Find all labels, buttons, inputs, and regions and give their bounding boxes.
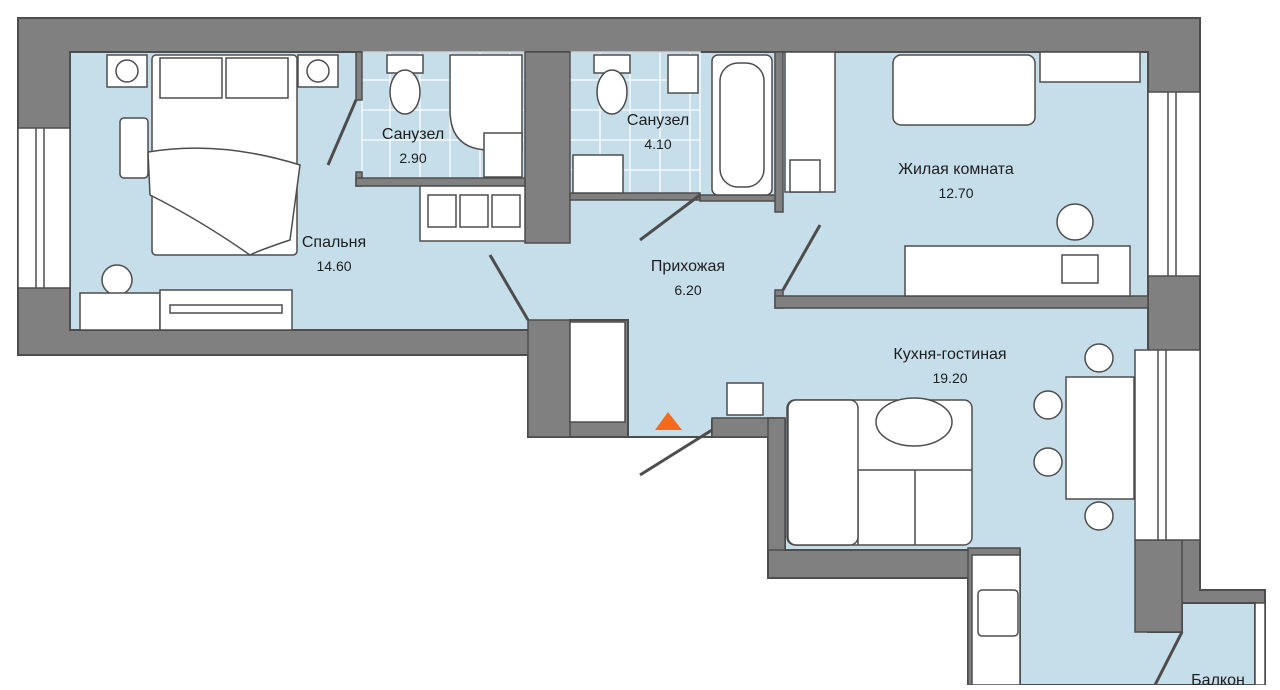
windows [17, 91, 1266, 685]
room-label-bathroom-2: Санузел 4.10 [627, 112, 689, 152]
room-name: Спальня [301, 234, 367, 251]
room-name: Санузел [381, 126, 445, 143]
room-area: 12.70 [938, 185, 974, 201]
room-name: Санузел [626, 112, 690, 129]
dresser [79, 292, 161, 331]
sofa [892, 54, 1036, 126]
room-label-bathroom-1: Санузел 2.90 [382, 126, 444, 166]
entrance-triangle-icon [655, 412, 682, 430]
room-label-hallway: Прихожая 6.20 [651, 258, 725, 298]
coffee-table [875, 397, 953, 447]
dining-table [1065, 376, 1135, 500]
wardrobe [569, 321, 626, 423]
room-area: 4.10 [644, 136, 672, 152]
room-label-balcony: Балкон [1191, 672, 1245, 690]
room-name: Жилая комната [898, 161, 1014, 178]
furniture [79, 51, 1141, 685]
room-name: Прихожая [650, 258, 726, 275]
room-area: 6.20 [674, 282, 702, 298]
room-area: 2.90 [399, 150, 427, 166]
door-swings [326, 99, 1184, 685]
room-label-living-room: Жилая комната 12.70 [898, 161, 1014, 201]
room-name: Кухня-гостиная [893, 346, 1007, 363]
room-area: 14.60 [316, 258, 352, 274]
room-label-kitchen-living: Кухня-гостиная 19.20 [893, 346, 1006, 386]
room-label-bedroom: Спальня 14.60 [302, 234, 366, 274]
room-area: 19.20 [932, 370, 968, 386]
room-name: Балкон [1191, 672, 1245, 689]
